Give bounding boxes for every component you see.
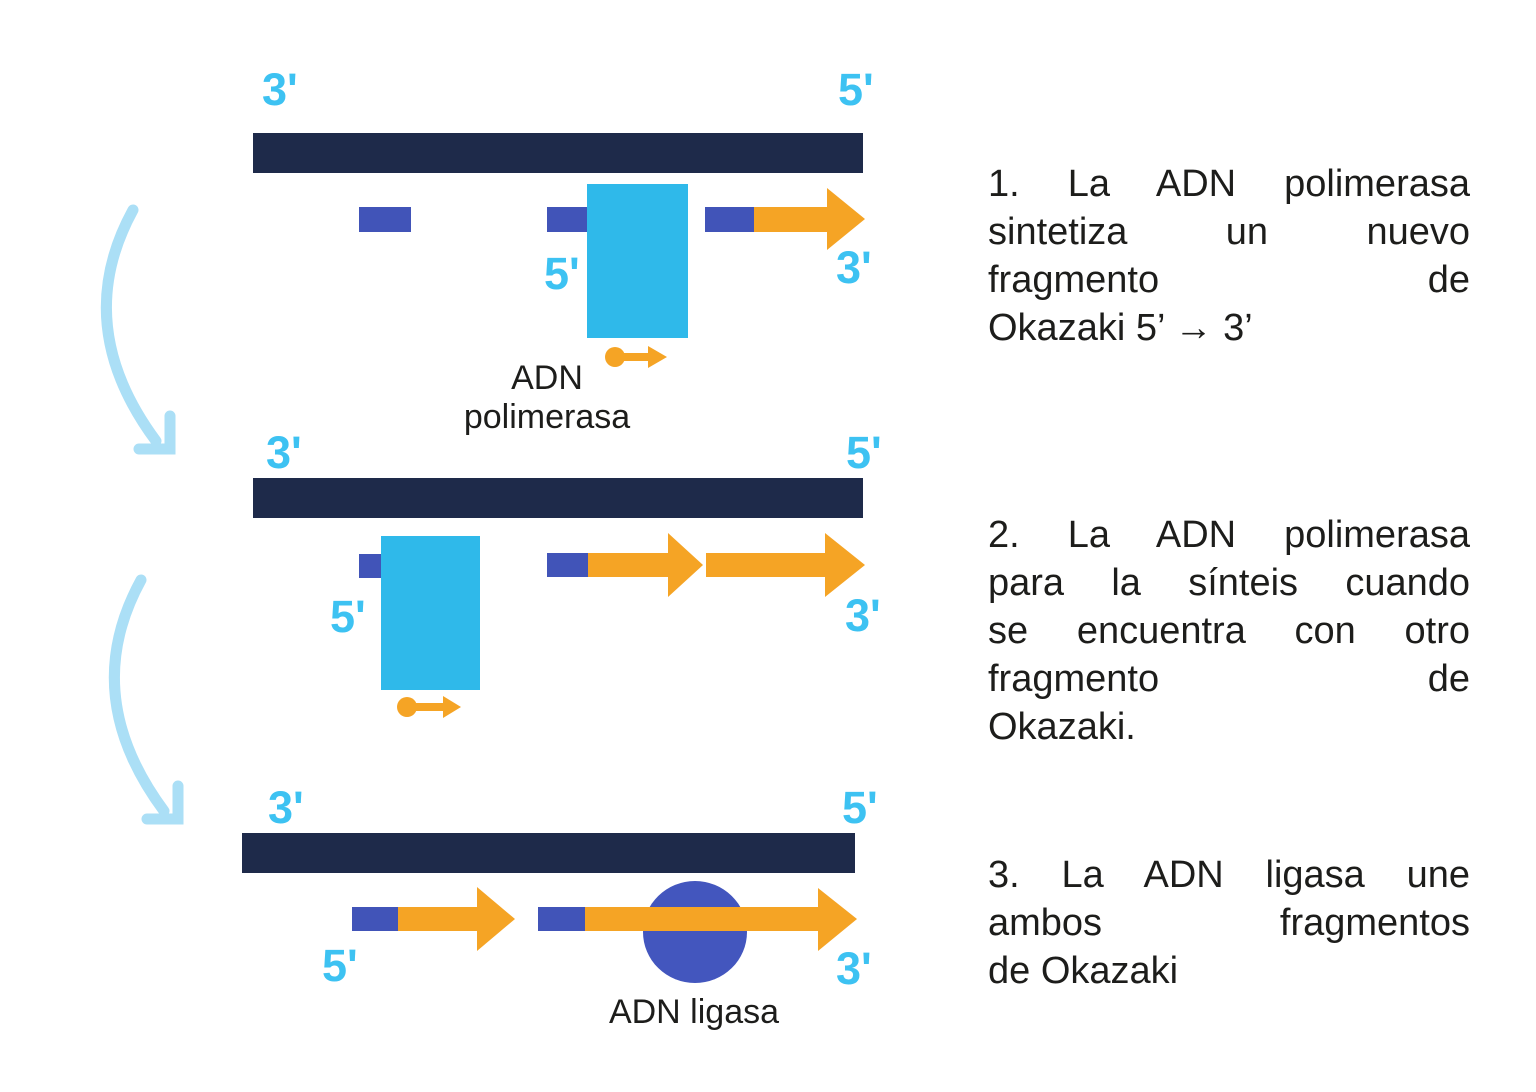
adn-polimerasa-label-line1: ADN [511, 359, 583, 397]
step-2-line: se encuentra con otro [988, 610, 1470, 652]
step-2-description: 2. La ADN polimerasa para la sínteis cua… [988, 511, 1470, 751]
rna-primer [352, 907, 398, 931]
adn-ligasa-label: ADN ligasa [609, 993, 779, 1031]
okazaki-fragment-arrow-head [668, 533, 703, 597]
adn-polimerasa-label-line2: polimerasa [464, 398, 630, 436]
step-arrow-arc [108, 574, 170, 817]
strand-end-label-3prime: 3' [262, 64, 298, 115]
strand-end-label-5prime: 5' [846, 427, 882, 478]
fragment-end-label-3prime: 3' [836, 943, 872, 994]
rna-primer [538, 907, 585, 931]
okazaki-fragment-arrow-shaft [588, 553, 668, 577]
strand-end-label-5prime: 5' [842, 782, 878, 833]
rna-primer [547, 207, 592, 232]
step-2-line: fragmento de [988, 658, 1470, 700]
direction-arrow-icon [397, 696, 461, 718]
direction-arrow-line [407, 703, 443, 711]
step-3-description: 3. La ADN ligasa une ambos fragmentos de… [988, 851, 1470, 995]
step-1-line: sintetiza un nuevo [988, 211, 1470, 253]
step-2-line: 2. La ADN polimerasa [988, 514, 1470, 556]
direction-arrow-line [615, 353, 649, 361]
okazaki-fragment-arrow-shaft [754, 207, 828, 232]
adn-ligasa-shape [643, 881, 747, 983]
step-2-line: Okazaki. [988, 706, 1136, 748]
step-1-line: Okazaki 5’ → 3’ [988, 307, 1253, 349]
strand-end-label-3prime: 3' [266, 427, 302, 478]
okazaki-fragment-arrow-head [818, 888, 857, 951]
step-curved-arrow-icon [108, 574, 184, 825]
strand-end-label-3prime: 3' [268, 782, 304, 833]
template-strand [253, 478, 863, 518]
direction-arrow-head [443, 696, 461, 718]
direction-arrow-head [648, 346, 667, 368]
primer-end-label-5prime: 5' [330, 591, 366, 642]
rna-primer [359, 207, 411, 232]
okazaki-fragment-arrow-shaft [585, 907, 818, 931]
growing-end-label-3prime: 3' [836, 242, 872, 293]
step-arrow-arc [100, 204, 162, 447]
step-1-line: fragmento de [988, 259, 1470, 301]
okazaki-fragment-arrow-head [825, 533, 865, 597]
step-2-line: para la sínteis cuando [988, 562, 1470, 604]
step-arrow-head [133, 410, 176, 455]
template-strand [242, 833, 855, 873]
rna-primer [547, 553, 588, 577]
step-3-line: ambos fragmentos [988, 902, 1470, 944]
okazaki-fragment-arrow-head [477, 887, 515, 951]
fragment-end-label-5prime: 5' [322, 940, 358, 991]
template-strand [253, 133, 863, 173]
adn-polimerasa-shape [381, 536, 480, 690]
step-arrow-head [141, 780, 184, 825]
step-1-description: 1. La ADN polimerasa sintetiza un nuevo … [988, 160, 1470, 352]
strand-end-label-5prime: 5' [838, 64, 874, 115]
direction-arrow-icon [605, 346, 667, 368]
step-3-line: de Okazaki [988, 950, 1179, 992]
step-1-line: 1. La ADN polimerasa [988, 163, 1470, 205]
rna-primer [705, 207, 754, 232]
okazaki-fragment-arrow-shaft [706, 553, 825, 577]
step-curved-arrow-icon [100, 204, 176, 455]
okazaki-fragment-arrow-head [827, 188, 865, 250]
primer-end-label-5prime: 5' [544, 248, 580, 299]
growing-end-label-3prime: 3' [845, 590, 881, 641]
okazaki-fragment-arrow-shaft [398, 907, 477, 931]
adn-polimerasa-shape [587, 184, 688, 338]
step-3-line: 3. La ADN ligasa une [988, 854, 1470, 896]
